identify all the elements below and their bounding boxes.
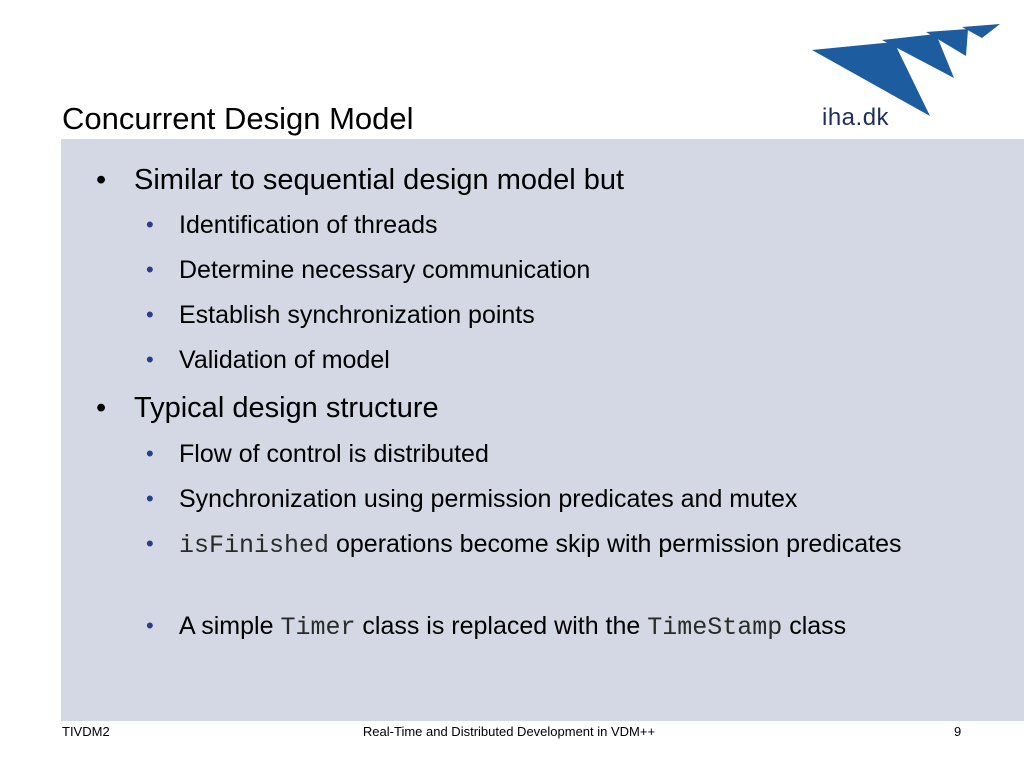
sub-bullet-icon: • [146, 486, 154, 511]
logo-text: iha.dk [822, 104, 890, 131]
bullet-item: • Similar to sequential design model but [96, 162, 625, 198]
bullet-text: Typical design structure [134, 392, 439, 424]
sub-bullet-text: A simple [179, 612, 281, 640]
sub-bullet-item: • Flow of control is distributed [146, 435, 969, 473]
code-timestamp: TimeStamp [647, 613, 783, 642]
sub-bullet-text: class is replaced with the [355, 612, 648, 640]
sub-bullet-item: • Identification of threads [146, 206, 969, 244]
code-isfinished: isFinished [179, 531, 330, 560]
sub-bullet-text: Determine necessary communication [179, 256, 591, 284]
slide-title: Concurrent Design Model [62, 101, 414, 136]
sub-bullet-item: • Determine necessary communication [146, 251, 969, 289]
footer-center: Real-Time and Distributed Development in… [362, 724, 656, 739]
sub-bullet-text: Synchronization using permission predica… [179, 485, 798, 513]
code-timer: Timer [280, 613, 356, 642]
sub-bullet-icon: • [146, 613, 154, 638]
sub-bullet-icon: • [146, 531, 154, 556]
bullet-icon: • [96, 392, 107, 424]
sub-bullet-text: class [782, 612, 847, 640]
sub-bullet-icon: • [146, 257, 154, 282]
footer-left: TIVDM2 [62, 724, 110, 739]
sub-bullet-text: Flow of control is distributed [179, 440, 489, 468]
sub-bullet-item: • Synchronization using permission predi… [146, 480, 969, 518]
sub-bullet-item: • Establish synchronization points [146, 296, 969, 334]
sub-bullet-text: Establish synchronization points [179, 301, 535, 329]
content-area [61, 139, 1024, 721]
sub-bullet-icon: • [146, 302, 154, 327]
sub-bullet-text: Validation of model [179, 346, 390, 374]
iha-logo-icon [812, 24, 1000, 116]
sub-bullet-item: • A simple Timer class is replaced with … [146, 607, 969, 647]
sub-bullet-text: operations become skip with permission p… [329, 530, 902, 558]
bullet-item: • Typical design structure [96, 390, 439, 426]
page-number: 9 [954, 724, 962, 739]
sub-bullet-icon: • [146, 441, 154, 466]
sub-bullet-icon: • [146, 212, 154, 237]
bullet-icon: • [96, 164, 107, 196]
bullet-text: Similar to sequential design model but [134, 164, 625, 196]
sub-bullet-text: Identification of threads [179, 211, 438, 239]
sub-bullet-item: • isFinished operations become skip with… [146, 525, 969, 565]
sub-bullet-item: • Validation of model [146, 341, 969, 379]
sub-bullet-icon: • [146, 347, 154, 372]
